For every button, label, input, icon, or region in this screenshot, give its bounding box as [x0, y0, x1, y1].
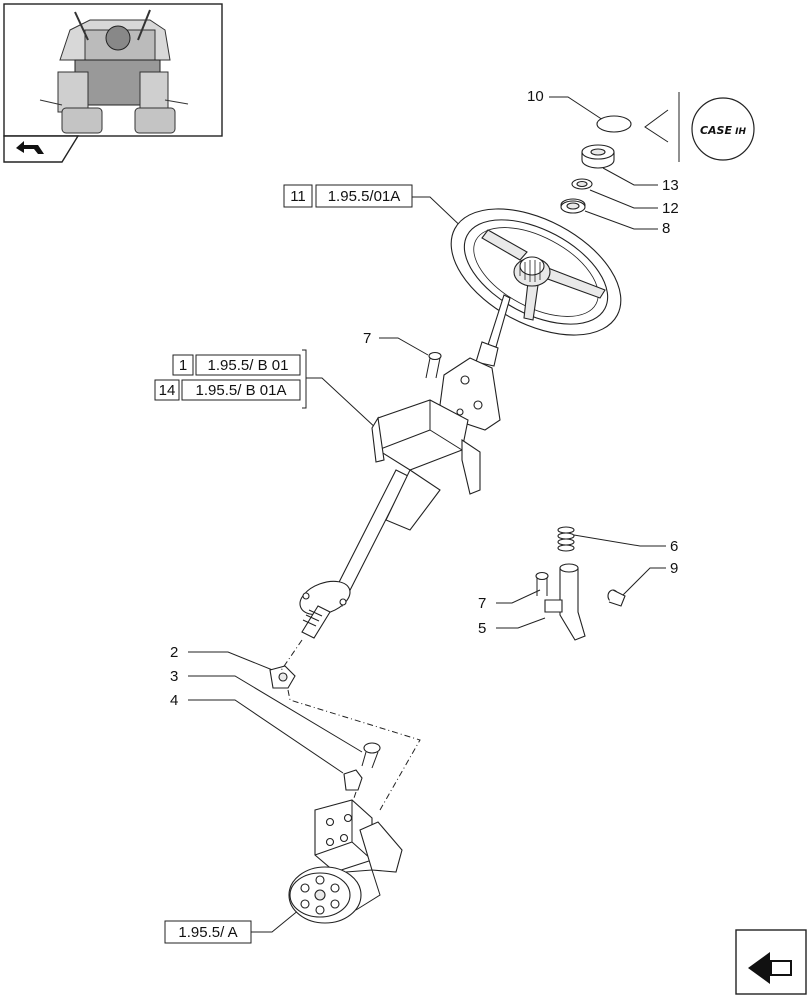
svg-text:CASE IH: CASE IH [700, 124, 747, 137]
part-8-washer [560, 198, 586, 214]
callout-7-top: 7 [363, 330, 429, 356]
part-7-bolt-top [425, 351, 442, 379]
svg-text:1.95.5/ B 01: 1.95.5/ B 01 [208, 357, 289, 374]
case-ih-logo: CASE IH [644, 92, 755, 162]
svg-text:5: 5 [478, 620, 486, 637]
callout-4: 4 [170, 692, 344, 774]
svg-text:1.95.5/ B 01A: 1.95.5/ B 01A [196, 382, 287, 399]
part-9-pin [607, 589, 626, 607]
part-13-nut [581, 144, 615, 169]
part-12-washer [571, 178, 593, 190]
steering-column [299, 294, 511, 639]
callout-3: 3 [170, 668, 363, 753]
svg-text:14: 14 [159, 382, 176, 399]
svg-text:1: 1 [179, 357, 187, 374]
ref-column-a[interactable]: 1 1.95.5/ B 01 [172, 354, 301, 376]
svg-text:9: 9 [670, 560, 678, 577]
ref-steering-unit[interactable]: 1.95.5/ A [164, 904, 306, 944]
callout-9: 9 [621, 560, 678, 597]
callout-13: 13 [602, 167, 679, 194]
svg-text:6: 6 [670, 538, 678, 555]
steering-unit [288, 799, 403, 924]
part-3-bolt [361, 742, 381, 769]
svg-text:3: 3 [170, 668, 178, 685]
callout-5: 5 [478, 617, 546, 637]
svg-text:13: 13 [662, 177, 679, 194]
svg-text:8: 8 [662, 220, 670, 237]
next-page-arrow-icon[interactable] [735, 929, 807, 995]
svg-text:11: 11 [290, 188, 306, 205]
part-6-spring [557, 526, 575, 552]
part-4-nut [343, 769, 363, 791]
callout-8: 8 [584, 210, 670, 237]
svg-text:10: 10 [527, 88, 544, 105]
callout-2: 2 [170, 644, 276, 672]
svg-text:1.95.5/01A: 1.95.5/01A [328, 188, 401, 205]
svg-text:7: 7 [363, 330, 371, 347]
callout-10: 10 [527, 88, 604, 121]
part-2-nut [269, 665, 296, 689]
ref-column-b[interactable]: 14 1.95.5/ B 01A [154, 349, 379, 431]
svg-text:1.95.5/ A: 1.95.5/ A [178, 924, 237, 941]
svg-text:7: 7 [478, 595, 486, 612]
ref-steering-wheel[interactable]: 11 1.95.5/01A [283, 184, 471, 236]
part-7-bolt-bottom [535, 571, 549, 596]
tractor-thumbnail[interactable] [3, 3, 223, 137]
svg-text:4: 4 [170, 692, 178, 709]
steering-wheel [450, 208, 622, 336]
part-5-lever-bracket [544, 563, 586, 641]
callout-12: 12 [589, 189, 679, 217]
svg-text:2: 2 [170, 644, 178, 661]
part-10-cap [596, 115, 632, 133]
nav-back-arrow-icon[interactable] [3, 135, 80, 163]
svg-text:12: 12 [662, 200, 679, 217]
callout-7-bottom: 7 [478, 589, 541, 612]
callout-6: 6 [573, 534, 678, 555]
